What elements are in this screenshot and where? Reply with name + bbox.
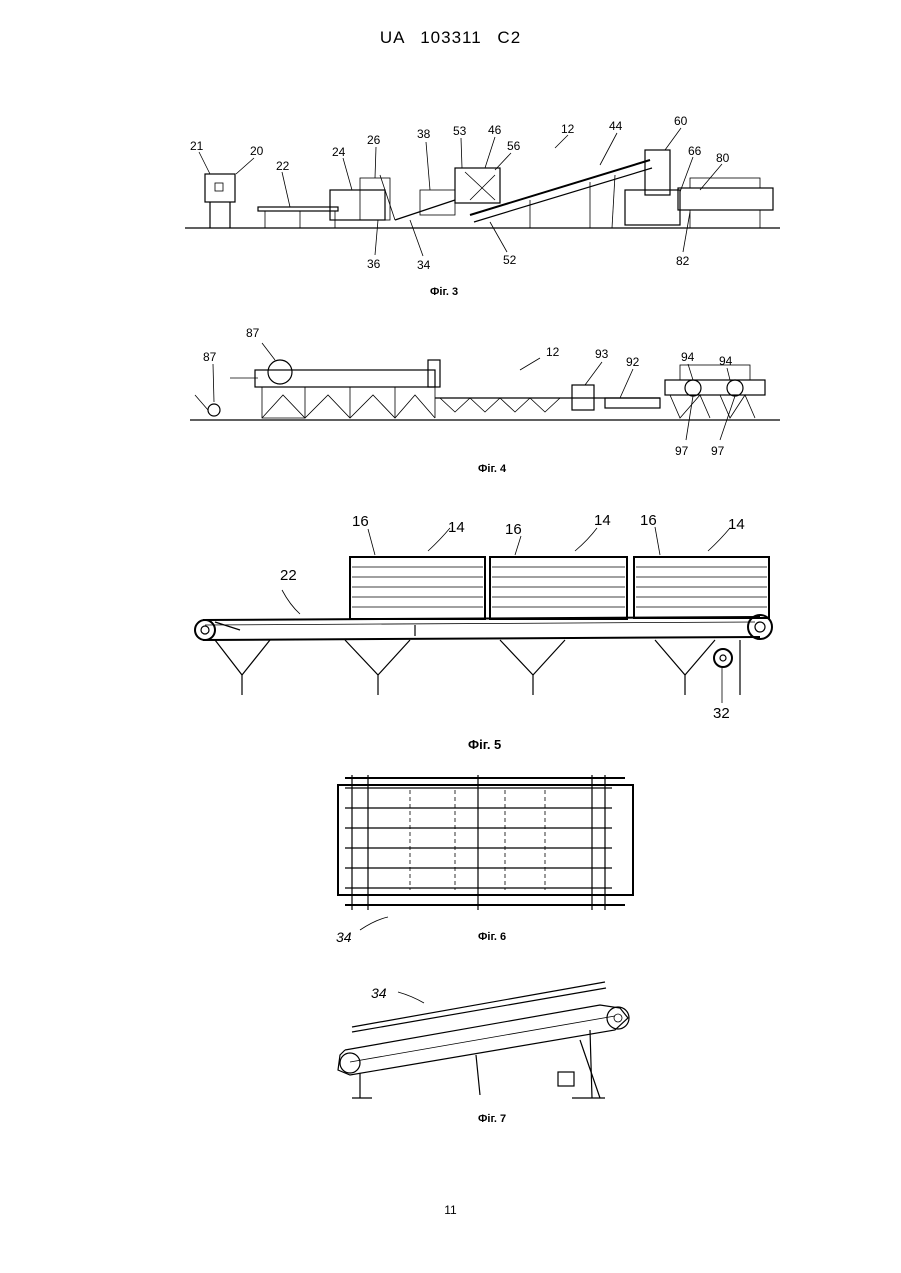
fig5-ref-14c: 14: [728, 516, 745, 533]
fig3-ref-22: 22: [276, 159, 290, 173]
fig3-ref-60: 60: [674, 114, 688, 128]
fig3-ref-52: 52: [503, 253, 517, 267]
fig4-ref-87a: 87: [203, 350, 217, 364]
fig4-ref-87b: 87: [246, 326, 260, 340]
fig3-ref-56: 56: [507, 139, 521, 153]
fig3-ref-20: 20: [250, 144, 264, 158]
fig5-ref-32: 32: [713, 705, 730, 722]
fig3-ref-24: 24: [332, 145, 346, 159]
fig3-ref-36: 36: [367, 257, 381, 271]
fig6-ref-34: 34: [336, 929, 352, 945]
fig7-ref-34: 34: [371, 985, 387, 1001]
fig7-caption: Фіг. 7: [478, 1113, 506, 1125]
fig3-ref-26: 26: [367, 133, 381, 147]
fig5-ref-14b: 14: [594, 512, 611, 529]
page-number: 11: [0, 1203, 901, 1217]
figure-3-drawing: 21 20 22 24 26 38 53 46 56 12 44 60 66 8…: [185, 114, 780, 272]
fig3-ref-80: 80: [716, 151, 730, 165]
figure-4-drawing: 87 87 12 93 92 94 94 97 97: [190, 326, 780, 458]
fig5-ref-16a: 16: [352, 513, 369, 530]
fig3-caption: Фіг. 3: [430, 286, 458, 298]
fig6-caption: Фіг. 6: [478, 931, 506, 943]
fig4-ref-97b: 97: [711, 444, 725, 458]
fig3-ref-82: 82: [676, 254, 690, 268]
fig4-ref-12: 12: [546, 345, 560, 359]
fig4-ref-92: 92: [626, 355, 640, 369]
figure-5-drawing: 16 14 16 14 16 14 22 32: [195, 512, 772, 722]
fig3-ref-34: 34: [417, 258, 431, 272]
fig5-ref-16b: 16: [505, 521, 522, 538]
fig3-ref-53: 53: [453, 124, 467, 138]
fig4-ref-97a: 97: [675, 444, 689, 458]
fig4-ref-94a: 94: [681, 350, 695, 364]
fig4-caption: Фіг. 4: [478, 463, 506, 475]
fig3-ref-21: 21: [190, 139, 204, 153]
fig4-ref-93: 93: [595, 347, 609, 361]
fig3-ref-44: 44: [609, 119, 623, 133]
fig3-ref-12: 12: [561, 122, 575, 136]
fig4-ref-94b: 94: [719, 354, 733, 368]
fig5-caption: Фіг. 5: [468, 737, 501, 752]
fig3-ref-46: 46: [488, 123, 502, 137]
fig3-ref-66: 66: [688, 144, 702, 158]
fig5-ref-14a: 14: [448, 519, 465, 536]
fig5-ref-16c: 16: [640, 512, 657, 529]
figure-6-drawing: 34: [336, 775, 633, 945]
fig5-ref-22: 22: [280, 567, 297, 584]
fig3-ref-38: 38: [417, 127, 431, 141]
figure-7-drawing: 34: [338, 982, 629, 1098]
